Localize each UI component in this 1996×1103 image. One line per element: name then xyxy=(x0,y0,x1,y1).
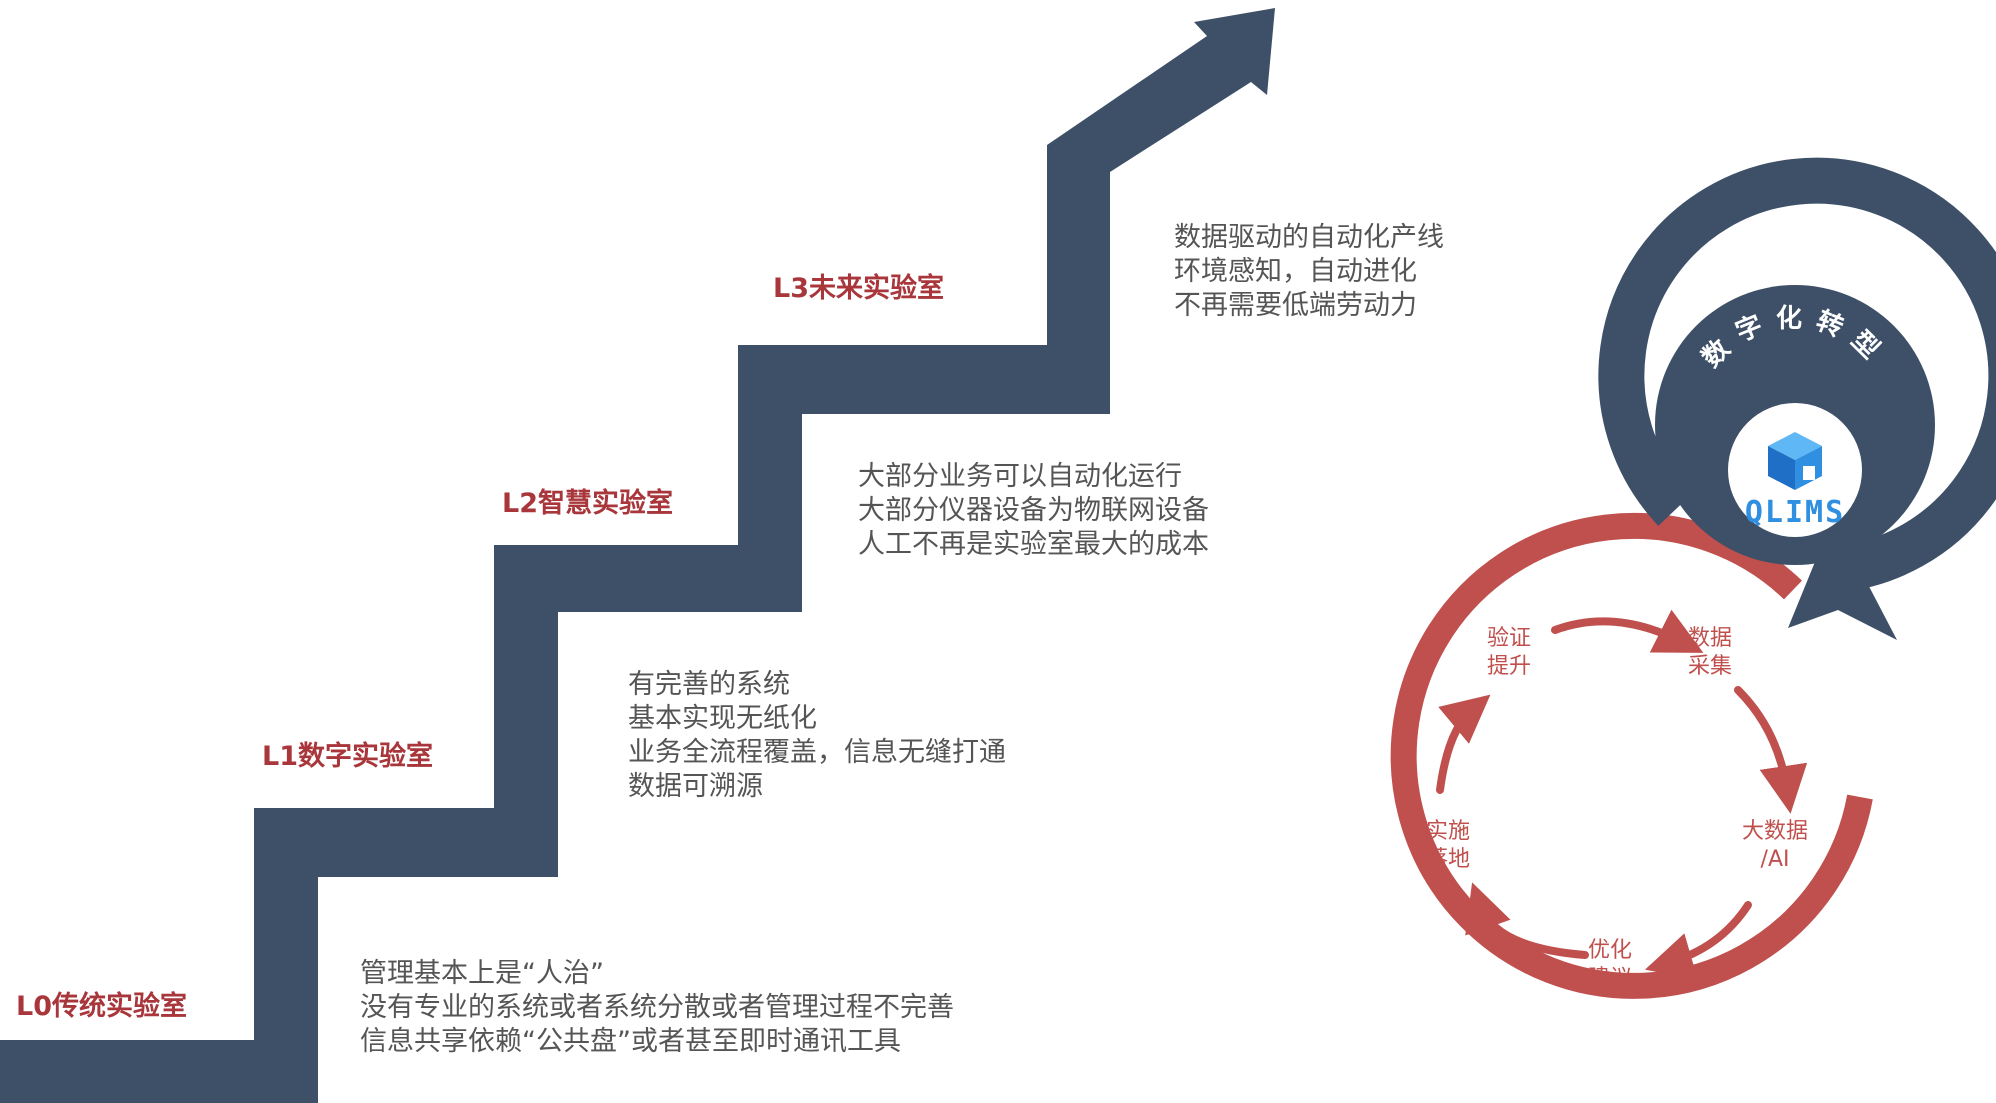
qlims-logo-text: QLIMS xyxy=(1745,495,1845,530)
cycle-stage-data-collection: 数据 采集 xyxy=(1688,626,1733,679)
transformation-arrowhead xyxy=(1788,530,1897,640)
level-title-l1: L1数字实验室 xyxy=(262,741,433,772)
cycle-arrow-3 xyxy=(1644,901,1752,980)
staircase-arrow xyxy=(0,8,1275,1103)
description-line: 没有专业的系统或者系统分散或者管理过程不完善 xyxy=(360,992,954,1023)
cycle-stage-big-data-ai: 大数据 /AI xyxy=(1742,819,1809,872)
level-description-l2: 大部分业务可以自动化运行 大部分仪器设备为物联网设备 人工不再是实验室最大的成本 xyxy=(858,460,1209,562)
description-line: 业务全流程覆盖，信息无缝打通 xyxy=(628,737,1006,768)
cycle-ring xyxy=(1390,512,1873,999)
description-line: 管理基本上是“人治” xyxy=(360,958,604,989)
cycle-stage-implementation: 实施 落地 xyxy=(1426,819,1471,872)
cycle-arrow-5 xyxy=(1436,694,1491,794)
description-line: 数据可溯源 xyxy=(628,771,763,802)
description-line: 有完善的系统 xyxy=(628,669,790,700)
description-line: 信息共享依赖“公共盘”或者甚至即时通讯工具 xyxy=(360,1026,901,1057)
cycle-arrow-1 xyxy=(1551,609,1704,653)
level-description-l3: 数据驱动的自动化产线 环境感知，自动进化 不再需要低端劳动力 xyxy=(1174,221,1444,323)
description-line: 不再需要低端劳动力 xyxy=(1174,290,1417,321)
transformation-arc xyxy=(1598,157,1996,593)
description-line: 人工不再是实验室最大的成本 xyxy=(858,529,1209,560)
description-line: 数据驱动的自动化产线 xyxy=(1174,222,1444,253)
cycle-arrow-4 xyxy=(1465,882,1589,959)
description-line: 大部分业务可以自动化运行 xyxy=(858,461,1182,492)
level-description-l1: 有完善的系统 基本实现无纸化 业务全流程覆盖，信息无缝打通 数据可溯源 xyxy=(628,668,1006,804)
cycle-stage-verification: 验证 提升 xyxy=(1487,626,1532,679)
level-title-l3: L3未来实验室 xyxy=(773,273,944,304)
level-title-l2: L2智慧实验室 xyxy=(502,488,673,519)
cycle-stage-optimization: 优化 建议 xyxy=(1588,938,1633,991)
level-description-l0: 管理基本上是“人治” 没有专业的系统或者系统分散或者管理过程不完善 信息共享依赖… xyxy=(360,957,954,1059)
qlims-cube-icon xyxy=(1768,432,1822,490)
description-line: 环境感知，自动进化 xyxy=(1174,256,1417,287)
description-line: 基本实现无纸化 xyxy=(628,703,817,734)
level-title-l0: L0传统实验室 xyxy=(16,991,187,1022)
cycle-arrow-2 xyxy=(1734,686,1808,814)
description-line: 大部分仪器设备为物联网设备 xyxy=(858,495,1209,526)
